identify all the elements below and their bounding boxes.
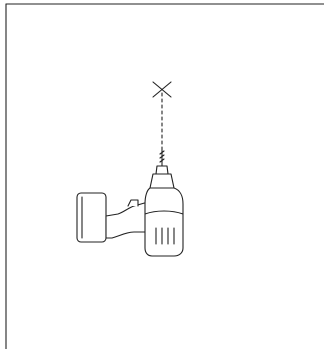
body-section-line: [144, 210, 184, 215]
drill-chuck: [149, 173, 175, 189]
vent-slots: [155, 227, 175, 245]
wall-outline: [5, 3, 324, 349]
battery-pack: [76, 192, 107, 243]
drill-chuck-tip: [155, 165, 169, 175]
drill-trigger: [127, 199, 139, 207]
drill-motor-body: [144, 187, 184, 257]
drill-handle: [105, 201, 151, 239]
drill-bit-flutes: [159, 150, 165, 163]
cordless-drill-icon: [76, 147, 184, 257]
cross-mark-icon: [152, 81, 172, 98]
cross-stroke-2: [152, 81, 172, 98]
